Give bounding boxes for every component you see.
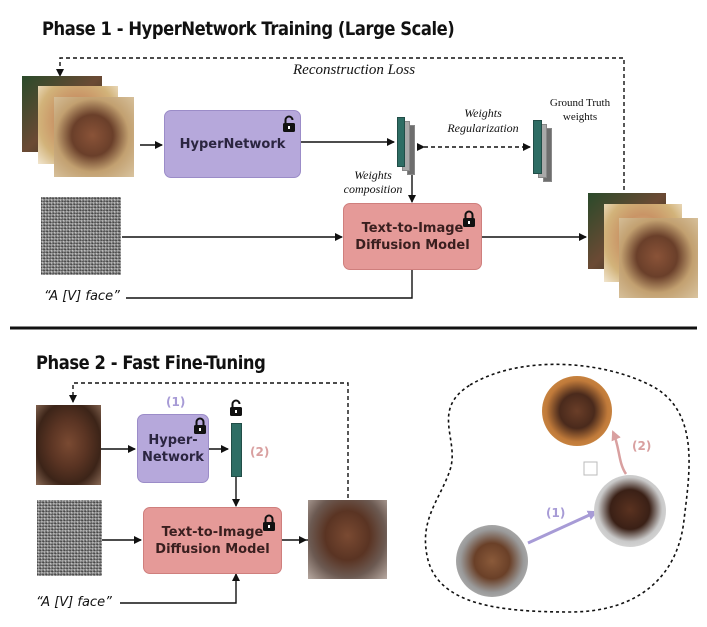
reconstruction-loss-label: Reconstruction Loss — [293, 62, 416, 78]
arrow-p2-prompt-to-diffusion — [120, 573, 240, 604]
ground-truth-label: Ground Truth weights — [540, 96, 620, 124]
lock-icon — [463, 210, 475, 227]
weights-regularization-line1: Weights — [464, 106, 502, 120]
weights-regularization-label: Weights Regularization — [433, 106, 533, 136]
latent-step1-arrow — [527, 510, 598, 545]
noise-image — [41, 197, 121, 275]
latent-finetuned-face — [594, 475, 666, 547]
latent-space-region — [424, 363, 690, 613]
hypernetwork-label: HyperNetwork — [179, 136, 286, 152]
phase2-weights-bar — [231, 423, 242, 477]
latent-target-face — [542, 376, 612, 446]
weights-composition-line2: composition — [343, 182, 403, 196]
latent-initial-face — [456, 525, 528, 597]
phase2-prompt: “A [V] face” — [36, 595, 112, 610]
phase2-loss-loop — [69, 382, 349, 498]
phase2-diffusion-line2: Diffusion Model — [155, 541, 270, 557]
output-image-3 — [619, 218, 698, 298]
phase1-title: Phase 1 - HyperNetwork Training (Large S… — [42, 18, 455, 40]
phase2-noise-image — [37, 500, 102, 576]
diffusion-model-box: Text-to-Image Diffusion Model — [343, 203, 482, 270]
phase2-input-image — [36, 405, 101, 485]
ground-truth-weights-icon — [533, 120, 557, 182]
phase2-diffusion-line1: Text-to-Image — [161, 524, 264, 540]
weights-composition-label: Weights composition — [336, 168, 410, 196]
phase2-title: Phase 2 - Fast Fine-Tuning — [36, 352, 266, 374]
weights-regularization-line2: Regularization — [447, 121, 519, 135]
lock-icon — [263, 514, 275, 531]
phase2-hypernetwork-box: Hyper- Network — [137, 414, 209, 483]
ground-truth-line1: Ground Truth — [549, 97, 611, 109]
phase2-hypernetwork-line2: Network — [142, 449, 204, 465]
phase1-prompt: “A [V] face” — [44, 289, 120, 304]
arrow-prompt-to-diffusion — [126, 270, 413, 299]
latent-step1-label: (1) — [546, 506, 566, 520]
ground-truth-line2: weights — [562, 111, 598, 123]
phase2-diffusion-model-box: Text-to-Image Diffusion Model — [143, 507, 282, 574]
weights-composition-line1: Weights — [354, 168, 392, 182]
diffusion-line2: Diffusion Model — [355, 237, 470, 253]
phase2-step1-label: (1) — [166, 395, 186, 409]
unlock-icon — [283, 115, 295, 132]
diffusion-line1: Text-to-Image — [361, 220, 464, 236]
phase2-hypernetwork-line1: Hyper- — [148, 432, 198, 448]
lock-icon — [194, 417, 206, 434]
latent-step2-label: (2) — [632, 439, 652, 453]
unlock-icon — [230, 399, 242, 416]
phase2-step2-label: (2) — [250, 445, 270, 459]
phase2-output-image — [308, 500, 387, 579]
latent-target-marker — [583, 461, 598, 476]
latent-step2-arrow — [611, 430, 628, 475]
input-image-3 — [54, 97, 134, 177]
hypernetwork-box: HyperNetwork — [164, 110, 301, 178]
weights-stack-icon — [397, 117, 421, 175]
reconstruction-loss-loop — [56, 57, 625, 190]
